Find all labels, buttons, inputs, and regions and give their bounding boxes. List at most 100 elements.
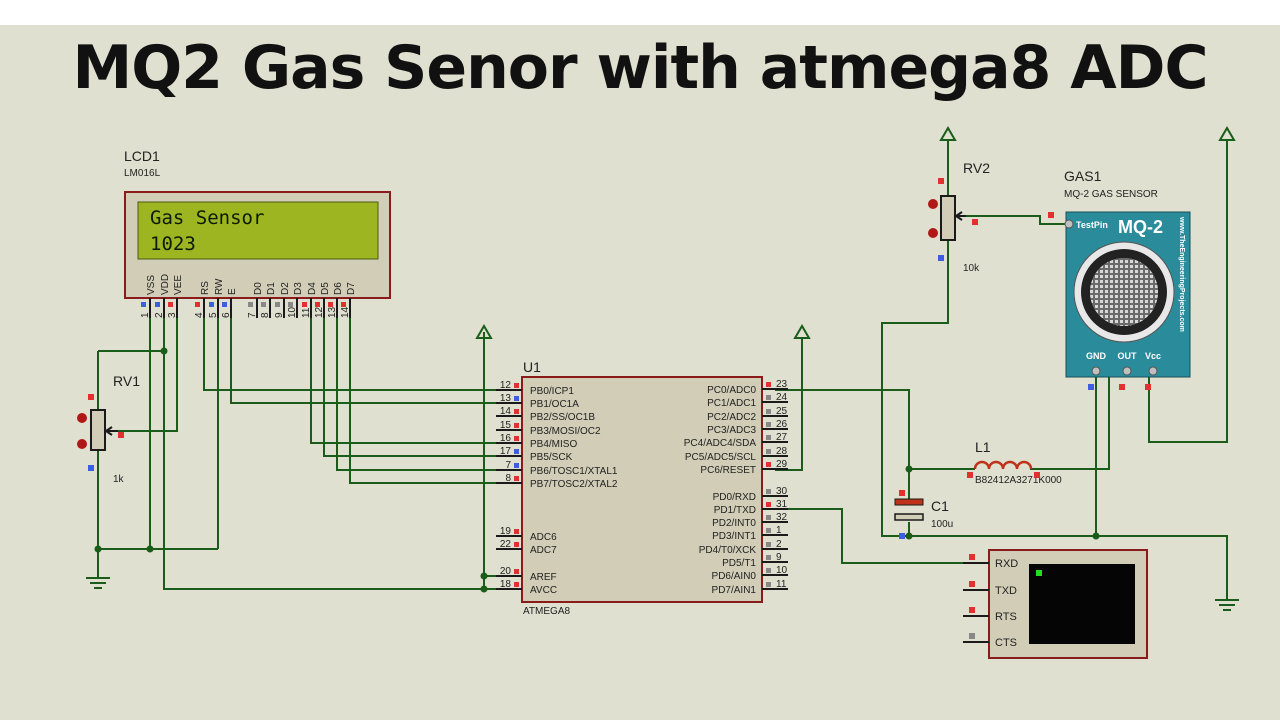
mcu-pin-number: 2 [776, 539, 782, 550]
mcu-pin-pc6: PC6/RESET [700, 465, 756, 476]
mcu-left-pins: 12PB0/ICP113PB1/OC1A14PB2/SS/OC1B15PB3/M… [496, 380, 618, 596]
pin-state-marker [1088, 384, 1094, 390]
mcu-pin-number: 26 [776, 419, 788, 430]
mcu-pin-number: 25 [776, 406, 788, 417]
lcd-line-2: 1023 [150, 233, 196, 255]
mcu-pin-pd2: PD2/INT0 [712, 518, 756, 529]
lcd-pin-label-d2: D2 [280, 282, 291, 295]
gas-pin-pad [1148, 366, 1158, 376]
capacitor-c1: C1 100u [894, 490, 953, 539]
mcu-right-pins: 23PC0/ADC024PC1/ADC125PC2/ADC226PC3/ADC3… [684, 379, 788, 596]
pin-state-marker [222, 302, 227, 307]
pin-state-marker [766, 515, 771, 520]
pin-state-marker [514, 423, 519, 428]
lcd-pin-label-rw: RW [214, 278, 225, 295]
gas-desc: MQ-2 GAS SENSOR [1064, 189, 1158, 200]
gas-ref: GAS1 [1064, 168, 1102, 184]
mcu-pin-number: 17 [500, 446, 512, 457]
lcd-pin-number: 7 [247, 312, 258, 318]
mcu-pin-pd3: PD3/INT1 [712, 531, 756, 542]
terminal-cursor [1036, 570, 1042, 576]
lcd-pin-label-d4: D4 [307, 282, 318, 295]
pin-state-marker [514, 436, 519, 441]
l1-value: B82412A3271K000 [975, 475, 1062, 486]
pin-state-marker [969, 554, 975, 560]
lcd-pin-number: 5 [208, 312, 219, 318]
gas-site: www.TheEngineeringProjects.com [1178, 216, 1185, 332]
gas-pin-label-out: OUT [1118, 351, 1138, 361]
mcu-pin-number: 15 [500, 420, 512, 431]
pin-state-marker [766, 449, 771, 454]
lcd-pin-label-d6: D6 [333, 282, 344, 295]
l1-ref: L1 [975, 439, 991, 455]
gas-pin-label-gnd: GND [1086, 351, 1107, 361]
lcd-line-1: Gas Sensor [150, 207, 264, 229]
mcu-pin-number: 9 [776, 552, 782, 563]
pin-state-marker [248, 302, 253, 307]
lcd-pin-number: 10 [287, 306, 298, 318]
terminal-screen [1029, 564, 1135, 644]
pin-state-marker [969, 633, 975, 639]
lcd-pin-label-d5: D5 [320, 282, 331, 295]
lcd-pin-label-d0: D0 [253, 282, 264, 295]
pin-state-marker [209, 302, 214, 307]
lcd-module: LCD1 LM016L Gas Sensor 1023 VSS1VDD2VEE3… [124, 148, 391, 318]
mcu-pin-number: 23 [776, 379, 788, 390]
mcu-pin-pd1: PD1/TXD [714, 505, 756, 516]
mcu-pin-number: 19 [500, 526, 512, 537]
mcu-pin-pc3: PC3/ADC3 [707, 425, 756, 436]
pin-state-marker [275, 302, 280, 307]
pin-state-marker [141, 302, 146, 307]
mcu-pin-number: 13 [500, 393, 512, 404]
lcd-pin-number: 3 [167, 312, 178, 318]
mq2-gas-sensor: GAS1 MQ-2 GAS SENSOR TestPin MQ-2 www.Th… [1048, 168, 1191, 390]
mcu-pin-pb3: PB3/MOSI/OC2 [530, 426, 601, 437]
pin-state-marker [766, 382, 771, 387]
lcd-pins: VSS1VDD2VEE3RS4RW5E6D07D18D29D310D411D51… [140, 274, 357, 318]
mcu-pin-number: 12 [500, 380, 512, 391]
inductor-l1: L1 B82412A3271K000 [967, 439, 1062, 486]
mcu-pin-number: 28 [776, 446, 788, 457]
gas-pin-pad [1091, 366, 1101, 376]
pin-state-marker [766, 502, 771, 507]
mcu-pin-pd7: PD7/AIN1 [712, 585, 757, 596]
mcu-pin-pc2: PC2/ADC2 [707, 412, 756, 423]
pin-state-marker [969, 581, 975, 587]
mcu-pin-number: 29 [776, 459, 788, 470]
pin-state-marker [766, 528, 771, 533]
mcu-ref: U1 [523, 359, 541, 375]
mcu-pin-number: 1 [776, 525, 782, 536]
mcu-pin-pd0: PD0/RXD [713, 492, 756, 503]
mcu-pin-pc0: PC0/ADC0 [707, 385, 756, 396]
lcd-pin-label-d1: D1 [266, 282, 277, 295]
lcd-pin-number: 9 [274, 312, 285, 318]
lcd-pin-number: 8 [260, 312, 271, 318]
mcu-part: ATMEGA8 [523, 606, 570, 617]
lcd-pin-number: 4 [194, 312, 205, 318]
lcd-ref: LCD1 [124, 148, 160, 164]
pin-state-marker [302, 302, 307, 307]
mcu-pin-adc6: ADC6 [530, 532, 557, 543]
pin-state-marker [288, 302, 293, 307]
pin-state-marker [766, 395, 771, 400]
pin-state-marker [1145, 384, 1151, 390]
c1-ref: C1 [931, 498, 949, 514]
mcu-pin-pc5: PC5/ADC5/SCL [685, 452, 757, 463]
pin-state-marker [328, 302, 333, 307]
pin-state-marker [195, 302, 200, 307]
lcd-pin-number: 13 [327, 306, 338, 318]
mcu-pin-number: 11 [776, 579, 787, 590]
mcu-pin-number: 31 [776, 499, 788, 510]
rv2-value: 10k [963, 263, 980, 274]
lcd-pin-label-d3: D3 [293, 282, 304, 295]
rv1-potentiometer: RV1 1k [77, 373, 140, 485]
mcu-pin-pd4: PD4/T0/XCK [699, 545, 757, 556]
pin-state-marker [168, 302, 173, 307]
pin-state-marker [514, 449, 519, 454]
pin-state-marker [766, 435, 771, 440]
pin-state-marker [514, 383, 519, 388]
rv1-value: 1k [113, 474, 125, 485]
terminal-pin-cts: CTS [995, 637, 1017, 649]
